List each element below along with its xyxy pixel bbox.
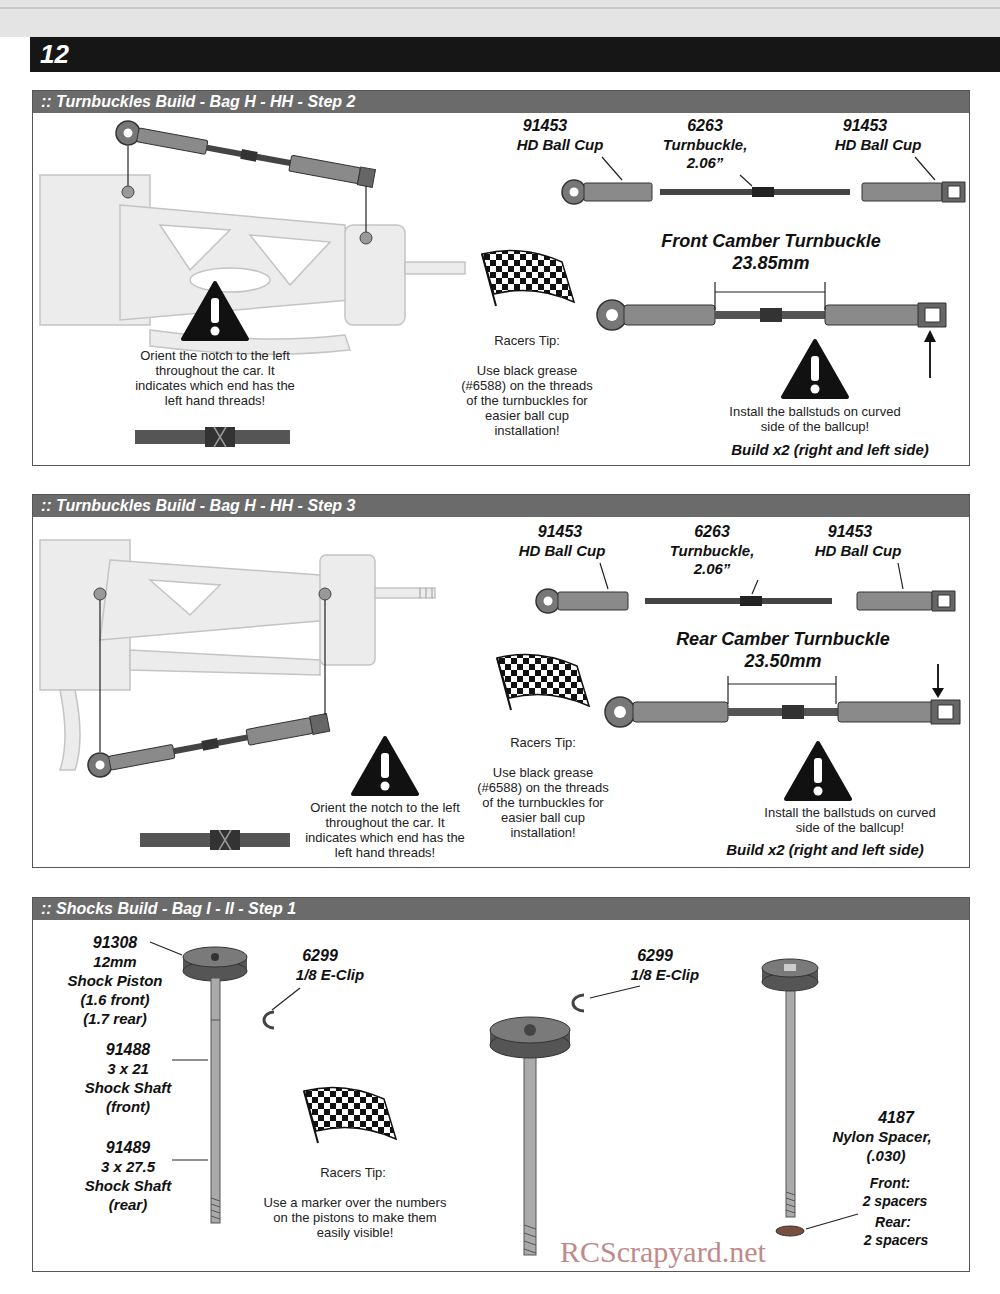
- part-name: (.030): [846, 1146, 926, 1165]
- part-number: 4187: [856, 1108, 936, 1127]
- part-number: 6299: [280, 946, 360, 965]
- tip-text: Use black grease (#6588) on the threads …: [457, 363, 597, 438]
- part-name: 2.06”: [672, 559, 752, 578]
- part-name: (1.6 front): [60, 990, 170, 1009]
- part-number: 6263: [665, 116, 745, 135]
- part-name: (rear): [83, 1195, 173, 1214]
- part-number: 91453: [825, 116, 905, 135]
- part-number: 91453: [505, 116, 585, 135]
- tip-heading: Racers Tip:: [293, 1165, 413, 1180]
- assembly-title: Rear Camber Turnbuckle: [633, 628, 933, 650]
- part-name: 1/8 E-Clip: [610, 965, 720, 984]
- tip-text: Use a marker over the numbers on the pis…: [255, 1195, 455, 1240]
- page-header-bar: 12: [30, 37, 1000, 72]
- part-name: HD Ball Cup: [813, 135, 943, 154]
- section-heading: :: Turnbuckles Build - Bag H - HH - Step…: [33, 495, 969, 517]
- tip-heading: Racers Tip:: [467, 333, 587, 348]
- section-panel: :: Shocks Build - Bag I - II - Step 1: [32, 897, 970, 1272]
- dimension: 23.85mm: [711, 252, 831, 274]
- part-name: 2.06”: [665, 153, 745, 172]
- part-name: (1.7 rear): [60, 1009, 170, 1028]
- part-name: 1/8 E-Clip: [275, 965, 385, 984]
- tip-heading: Racers Tip:: [483, 735, 603, 750]
- part-name: Shock Shaft: [68, 1176, 188, 1195]
- part-name: HD Ball Cup: [497, 541, 627, 560]
- part-name: 12mm: [70, 952, 160, 971]
- warning-note: Orient the notch to the left throughout …: [299, 800, 471, 860]
- spacer-count: 2 spacers: [851, 1231, 941, 1249]
- part-name: Turnbuckle,: [645, 135, 765, 154]
- warning-note: Install the ballstuds on curved side of …: [724, 404, 906, 434]
- spacer-count: Rear:: [853, 1213, 933, 1231]
- spacer-count: 2 spacers: [850, 1192, 940, 1210]
- section-heading: :: Turnbuckles Build - Bag H - HH - Step…: [33, 91, 969, 113]
- part-number: 91453: [520, 522, 600, 541]
- watermark: RCScrapyard.net: [560, 1236, 860, 1268]
- warning-note: Orient the notch to the left throughout …: [129, 348, 301, 408]
- part-name: 3 x 21: [83, 1059, 173, 1078]
- part-name: Turnbuckle,: [652, 541, 772, 560]
- part-number: 91308: [70, 933, 160, 952]
- build-note: Build x2 (right and left side): [700, 440, 960, 459]
- part-name: HD Ball Cup: [793, 541, 923, 560]
- warning-note: Install the ballstuds on curved side of …: [759, 805, 941, 835]
- part-name: 3 x 27.5: [83, 1157, 173, 1176]
- part-name: Nylon Spacer,: [817, 1127, 947, 1146]
- part-name: Shock Shaft: [68, 1078, 188, 1097]
- part-name: Shock Piston: [55, 971, 175, 990]
- dimension: 23.50mm: [723, 650, 843, 672]
- tip-text: Use black grease (#6588) on the threads …: [475, 765, 611, 840]
- assembly-title: Front Camber Turnbuckle: [621, 230, 921, 252]
- part-name: (front): [83, 1097, 173, 1116]
- part-number: 6299: [615, 946, 695, 965]
- section-heading: :: Shocks Build - Bag I - II - Step 1: [33, 898, 969, 920]
- part-number: 91488: [83, 1040, 173, 1059]
- part-number: 91453: [810, 522, 890, 541]
- part-name: HD Ball Cup: [495, 135, 625, 154]
- page-number: 12: [30, 37, 1000, 72]
- part-number: 91489: [83, 1138, 173, 1157]
- build-note: Build x2 (right and left side): [695, 840, 955, 859]
- part-number: 6263: [672, 522, 752, 541]
- spacer-count: Front:: [850, 1174, 930, 1192]
